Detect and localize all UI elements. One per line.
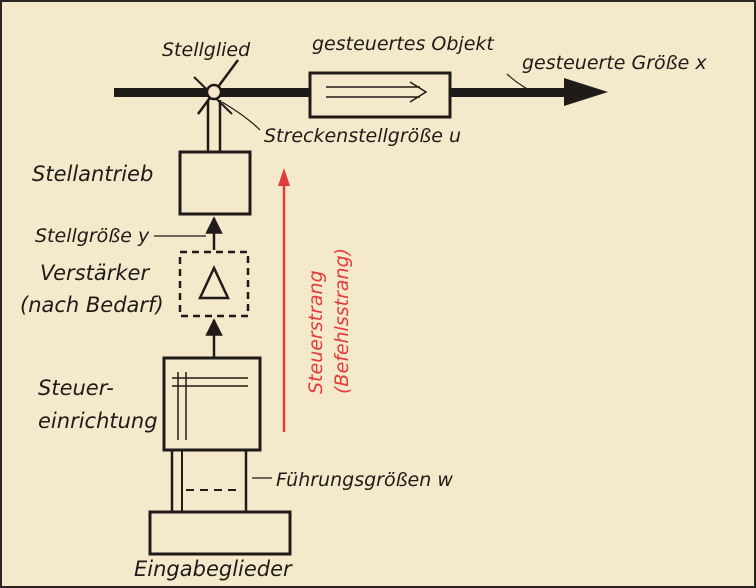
label-gesteuertes-objekt: gesteuertes Objekt xyxy=(312,33,495,55)
label-einrichtung: einrichtung xyxy=(38,409,158,433)
input-elements-block xyxy=(148,510,292,556)
label-nach-bedarf: (nach Bedarf) xyxy=(20,293,164,317)
input-lines xyxy=(170,450,248,512)
actuator-shaft xyxy=(206,100,222,152)
label-streckenstellgroesse: Streckenstellgröße u xyxy=(264,125,461,147)
label-verstaerker: Verstärker xyxy=(40,261,150,285)
label-steuer: Steuer- xyxy=(38,376,114,400)
control-device-box xyxy=(162,356,262,452)
amplifier-triangle-icon xyxy=(198,265,230,300)
label-eingabeglieder: Eingabeglieder xyxy=(134,557,293,581)
label-fuehrungsgroessen: Führungsgrößen w xyxy=(276,469,453,491)
actuator-box xyxy=(178,150,252,216)
controlled-object-box xyxy=(308,71,452,119)
valve-symbol xyxy=(193,59,240,115)
amplifier-box xyxy=(178,250,250,318)
label-gesteuerte-groesse: gesteuerte Größe x xyxy=(522,52,707,74)
label-stellantrieb: Stellantrieb xyxy=(32,162,153,186)
label-stellgroesse: Stellgröße y xyxy=(35,225,150,247)
leader-lines xyxy=(154,73,543,479)
label-steuerstrang: Steuerstrang xyxy=(305,270,327,394)
label-stellglied: Stellglied xyxy=(162,39,251,61)
label-befehlsstrang: (Befehlsstrang) xyxy=(331,248,353,394)
command-path-arrow xyxy=(278,168,290,432)
